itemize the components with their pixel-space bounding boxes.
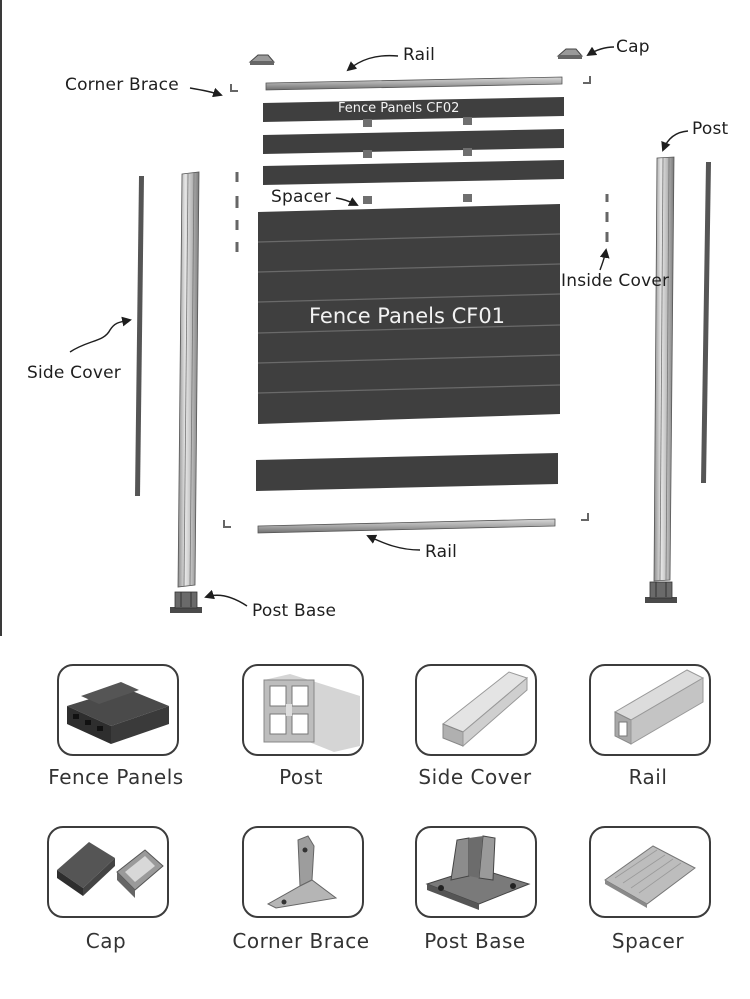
panel-cf01 — [258, 204, 560, 424]
post-left — [177, 171, 200, 588]
side-cover-left — [135, 176, 144, 496]
catalog-card-post — [242, 664, 364, 756]
cap-left-icon — [248, 54, 276, 65]
cap-right-icon — [556, 48, 584, 59]
post-base-right-icon — [645, 581, 677, 603]
catalog-label-corner-brace: Corner Brace — [232, 929, 370, 953]
catalog-label-fence-panels: Fence Panels — [48, 765, 184, 789]
side-cover-icon — [442, 671, 529, 748]
exploded-fence-diagram — [69, 46, 711, 613]
panel-cf01-bottom-board — [256, 453, 558, 491]
bottom-rail — [257, 518, 556, 534]
post-base-left-icon — [170, 591, 202, 613]
corner-brace-bottom-left — [223, 520, 231, 528]
label-fence-panels-cf01: Fence Panels CF01 — [309, 304, 506, 328]
catalog-label-post: Post — [279, 765, 323, 789]
catalog-label-cap: Cap — [85, 929, 127, 953]
corner-brace-bottom-right — [581, 513, 589, 521]
corner-brace-top-right — [583, 76, 591, 84]
post-base-icon — [425, 835, 531, 910]
catalog-card-spacer — [589, 826, 711, 918]
catalog-card-side-cover — [415, 664, 537, 756]
spacer-block — [463, 148, 472, 156]
catalog-label-side-cover: Side Cover — [418, 765, 532, 789]
label-side-cover: Side Cover — [27, 363, 121, 383]
spacer-block — [363, 196, 372, 204]
catalog-card-fence-panels — [57, 664, 179, 756]
catalog-card-rail — [589, 664, 711, 756]
label-inside-cover: Inside Cover — [561, 271, 670, 291]
spacer-icon — [604, 845, 696, 908]
post-profile-icon — [263, 674, 360, 752]
label-rail-top: Rail — [403, 45, 436, 65]
panel-cf02-3 — [263, 160, 564, 185]
corner-brace-icon — [266, 835, 338, 909]
post-right — [653, 156, 675, 582]
label-spacer: Spacer — [271, 187, 331, 207]
label-corner-brace: Corner Brace — [65, 75, 179, 95]
left-border-rule — [0, 0, 2, 636]
label-post: Post — [692, 119, 729, 139]
label-fence-panels-cf02: Fence Panels CF02 — [338, 101, 460, 116]
post-cap-icon — [57, 842, 164, 898]
top-rail — [265, 76, 563, 91]
catalog-card-post-base — [415, 826, 537, 918]
panel-cf02-1 — [263, 97, 564, 122]
spacer-block — [463, 194, 472, 202]
catalog-card-cap — [47, 826, 169, 918]
catalog-label-rail: Rail — [628, 765, 668, 789]
rail-icon — [613, 669, 705, 745]
panel-cf01-seams — [257, 233, 561, 394]
corner-brace-top-left — [230, 84, 238, 92]
label-post-base: Post Base — [252, 601, 337, 621]
leader-arrows — [69, 46, 689, 607]
fence-panel-icon — [67, 682, 169, 744]
label-cap: Cap — [616, 37, 650, 57]
spacer-block — [363, 150, 372, 158]
panel-cf02-2 — [263, 129, 564, 154]
spacer-block — [463, 117, 472, 125]
spacer-block — [363, 119, 372, 127]
catalog-card-corner-brace — [242, 826, 364, 918]
label-rail-bottom: Rail — [425, 542, 458, 562]
side-cover-right — [701, 162, 711, 483]
catalog-label-spacer: Spacer — [611, 929, 685, 953]
catalog-label-post-base: Post Base — [424, 929, 526, 953]
